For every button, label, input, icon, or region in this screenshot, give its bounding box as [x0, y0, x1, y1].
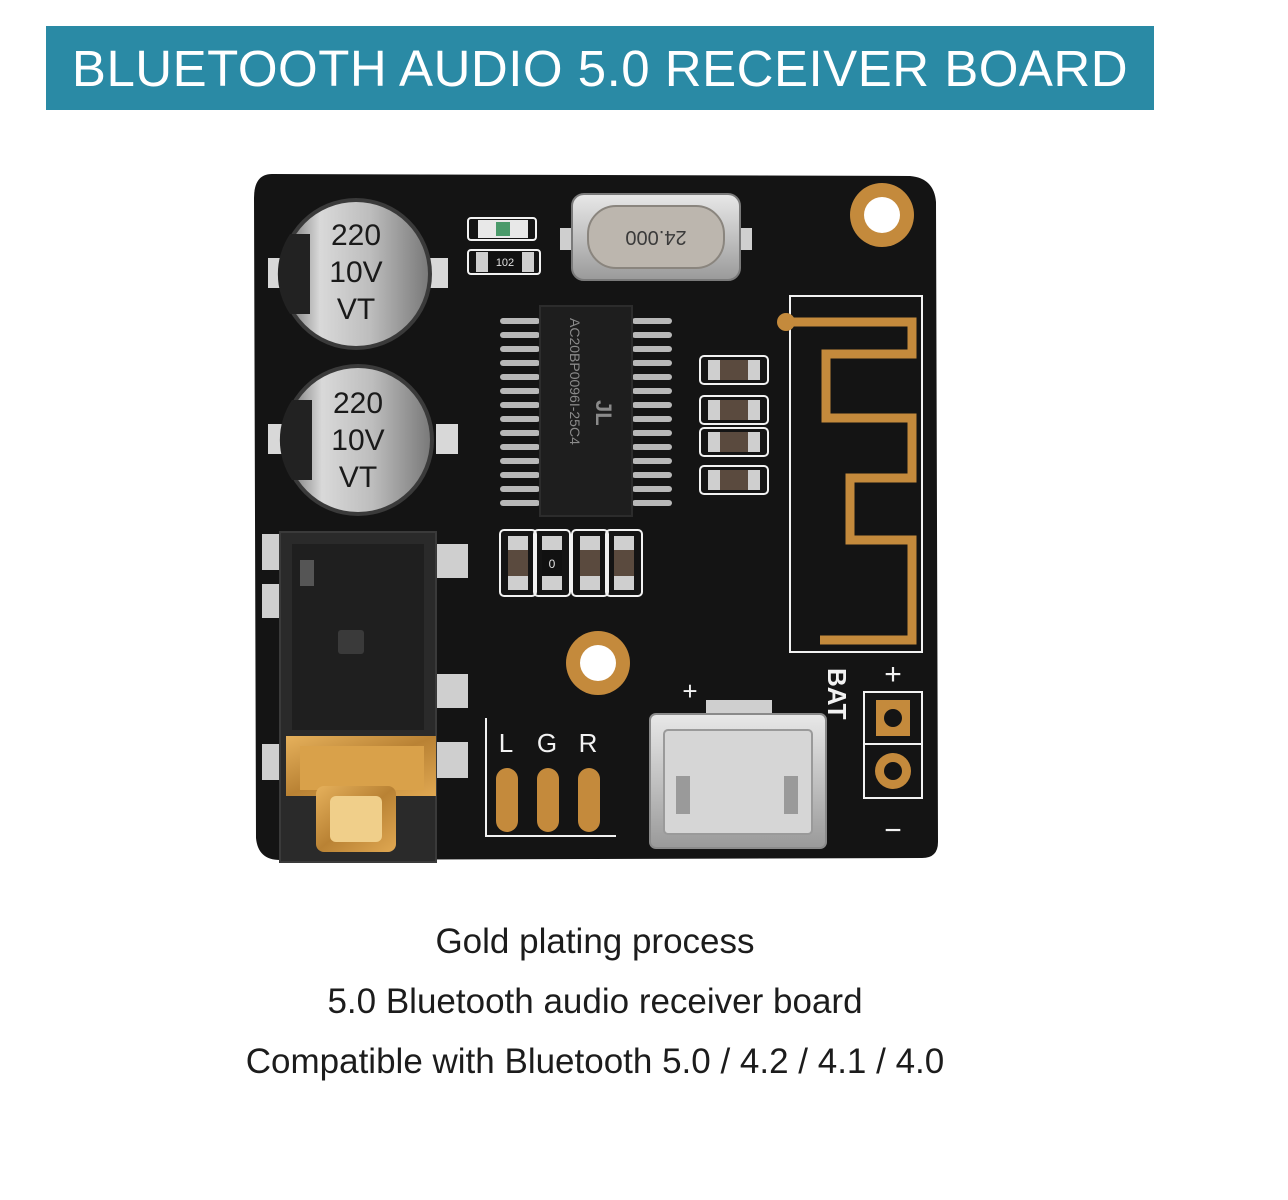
crystal-label: 24.000 [625, 226, 686, 248]
chip-pin [632, 374, 672, 380]
caption-line-1: Gold plating process [435, 922, 755, 961]
bat-plus: + [884, 658, 902, 691]
chip-pin [632, 332, 672, 338]
chip-pin [632, 416, 672, 422]
chip-pin [500, 500, 540, 506]
cap-top-line2: 10V [329, 256, 382, 289]
audio-output-pads: L G R [485, 718, 616, 837]
chip-pin [632, 500, 672, 506]
smd-resistor [571, 529, 609, 597]
audio-jack-3-5mm [262, 531, 468, 863]
chip-pin [632, 388, 672, 394]
smd-resistor [499, 529, 537, 597]
cap-bottom-line2: 10V [331, 424, 384, 457]
crystal-oscillator: 24.000 [560, 193, 752, 281]
chip-pin [632, 430, 672, 436]
cap-top-line3: VT [337, 293, 375, 326]
pcb-illustration: 220 10V VT 220 10V VT 102 [254, 174, 938, 863]
chip-logo: JL [591, 400, 616, 426]
cap-bottom-line3: VT [339, 461, 377, 494]
chip-pin [632, 346, 672, 352]
capacitor-top: 220 10V VT [268, 198, 448, 350]
chip-pin [500, 416, 540, 422]
resistor-code: 102 [496, 257, 514, 269]
chip-pin [500, 444, 540, 450]
smd-resistor: 0 [533, 529, 571, 597]
smd-capacitor [699, 427, 769, 457]
cap-bottom-line1: 220 [333, 387, 383, 420]
chip-pin [500, 430, 540, 436]
bat-minus: − [884, 814, 902, 847]
resistor-102: 102 [467, 249, 541, 275]
micro-usb-port: + [649, 676, 827, 849]
bat-label: BAT [822, 668, 852, 720]
smd-array-bottom: 0 [499, 529, 643, 597]
smd-capacitor [699, 395, 769, 425]
pad-label-g: G [537, 728, 557, 758]
antenna-trace [777, 295, 923, 653]
chip-pin [500, 402, 540, 408]
cap-top-line1: 220 [331, 219, 381, 252]
smd-resistor [605, 529, 643, 597]
smd-capacitor [699, 465, 769, 495]
mount-hole-top [850, 183, 914, 247]
chip-pin [500, 472, 540, 478]
chip-pin [632, 444, 672, 450]
chip-pin [500, 458, 540, 464]
chip-pin [632, 472, 672, 478]
title-banner: BLUETOOTH AUDIO 5.0 RECEIVER BOARD [46, 26, 1154, 110]
capacitor-bottom: 220 10V VT [268, 364, 458, 516]
caption-block: Gold plating process 5.0 Bluetooth audio… [0, 912, 1190, 1092]
chip-pin [632, 318, 672, 324]
smd-capacitor [699, 355, 769, 385]
led-component [467, 217, 537, 241]
chip-pin [500, 318, 540, 324]
usb-plus: + [682, 676, 697, 706]
pad-label-l: L [499, 728, 513, 758]
product-photo: 220 10V VT 220 10V VT 102 [226, 160, 956, 880]
smd-array-right [699, 355, 769, 495]
battery-terminals: BAT + − [822, 658, 923, 847]
caption-line-2: 5.0 Bluetooth audio receiver board [327, 982, 863, 1021]
chip-marking: AC20BP0096I-25C4 [567, 318, 583, 445]
chip-pin [632, 458, 672, 464]
pad-label-r: R [579, 728, 598, 758]
chip-pin [500, 360, 540, 366]
chip-pin [632, 360, 672, 366]
chip-pin [500, 388, 540, 394]
chip-pin [500, 332, 540, 338]
chip-pin [500, 346, 540, 352]
chip-pin [632, 402, 672, 408]
main-chip: AC20BP0096I-25C4 JL [500, 305, 672, 517]
caption-line-3: Compatible with Bluetooth 5.0 / 4.2 / 4.… [245, 1042, 945, 1081]
mount-hole-center [566, 631, 630, 695]
chip-pin [500, 374, 540, 380]
banner-title: BLUETOOTH AUDIO 5.0 RECEIVER BOARD [71, 39, 1129, 97]
chip-pin [500, 486, 540, 492]
chip-pin [632, 486, 672, 492]
smd-code: 0 [549, 557, 556, 571]
